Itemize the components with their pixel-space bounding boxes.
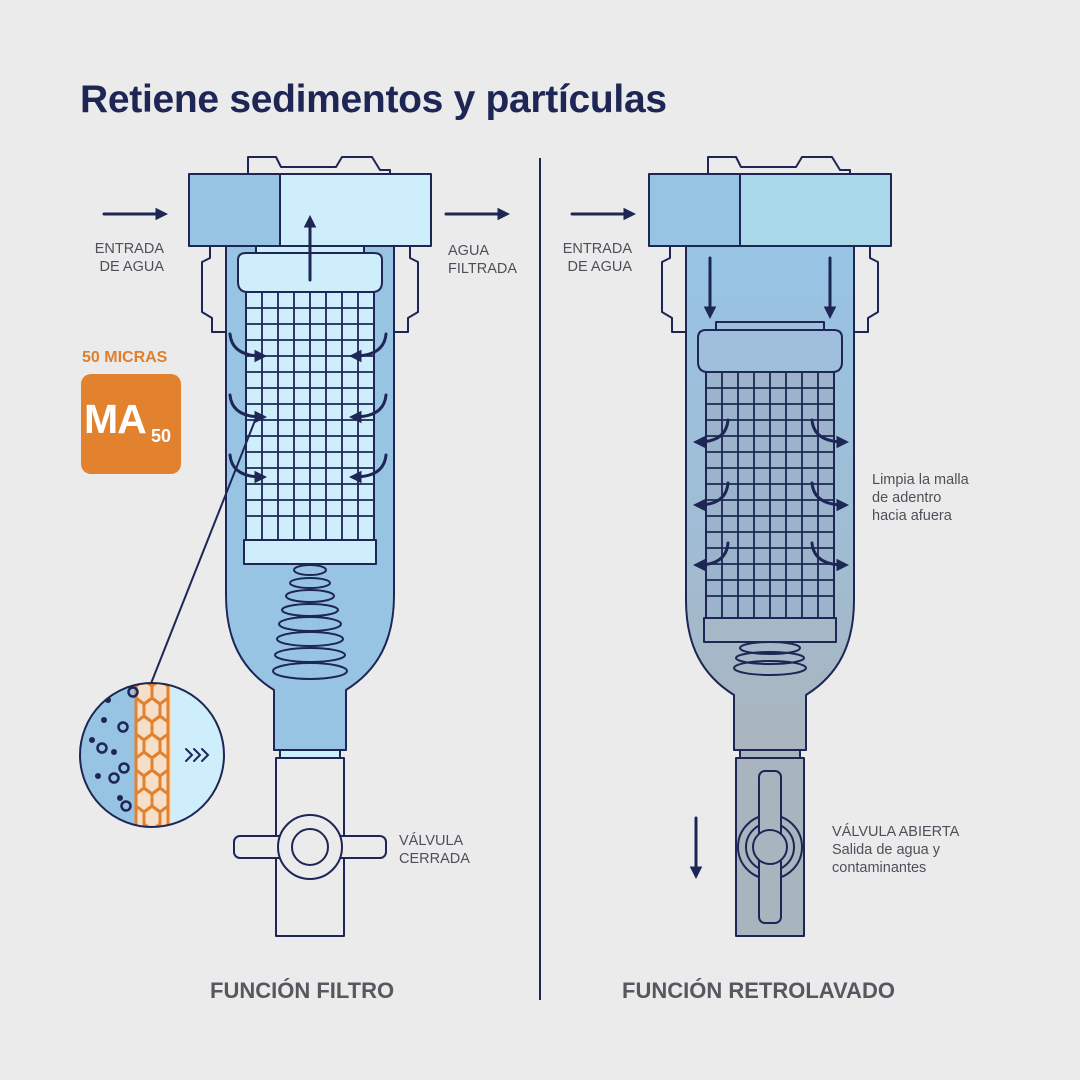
outlet-label-line-1: AGUA xyxy=(448,243,490,259)
outlet-label-line-2: FILTRADA xyxy=(448,261,518,277)
open-valve-label-line-3: contaminantes xyxy=(832,860,927,876)
open-valve-label-line-2: Salida de agua y xyxy=(832,842,941,858)
open-valve-label: VÁLVULA ABIERTA Salida de agua y contami… xyxy=(832,823,959,877)
backwash-inlet-label: ENTRADA DE AGUA xyxy=(528,240,632,276)
cleaning-label-line-1: Limpia la malla xyxy=(872,472,969,488)
page-title: Retiene sedimentos y partículas xyxy=(80,78,667,121)
ma50-badge: MA 50 xyxy=(81,374,181,474)
backwash-inlet-label-line-2: DE AGUA xyxy=(567,259,632,275)
cleaning-label: Limpia la malla de adentro hacia afuera xyxy=(872,471,969,525)
cleaning-label-line-3: hacia afuera xyxy=(872,508,952,524)
open-valve-label-line-1: VÁLVULA ABIERTA xyxy=(832,824,960,840)
filter-caption: FUNCIÓN FILTRO xyxy=(210,978,395,1003)
filter-unit xyxy=(188,156,432,937)
closed-valve-label: VÁLVULA CERRADA xyxy=(399,832,470,868)
inlet-label: ENTRADA DE AGUA xyxy=(60,240,164,276)
cleaning-label-line-2: de adentro xyxy=(872,490,942,506)
backwash-caption: FUNCIÓN RETROLAVADO xyxy=(622,978,895,1003)
backwash-inlet-head xyxy=(648,173,745,247)
closed-valve-label-line-2: CERRADA xyxy=(399,851,470,867)
inlet-label-line-2: DE AGUA xyxy=(99,259,164,275)
micron-label: 50 MICRAS xyxy=(82,349,168,366)
outlet-head xyxy=(279,173,432,247)
outlet-label: AGUA FILTRADA xyxy=(448,242,517,278)
mesh-magnifier xyxy=(79,682,225,828)
inlet-head xyxy=(188,173,285,247)
badge-main: MA xyxy=(84,396,147,442)
backwash-outlet-head xyxy=(739,173,892,247)
inlet-label-line-1: ENTRADA xyxy=(94,241,164,257)
closed-valve-label-line-1: VÁLVULA xyxy=(399,833,464,849)
badge-sub: 50 xyxy=(151,426,172,446)
backwash-unit xyxy=(648,156,892,937)
backwash-inlet-label-line-1: ENTRADA xyxy=(562,241,632,257)
